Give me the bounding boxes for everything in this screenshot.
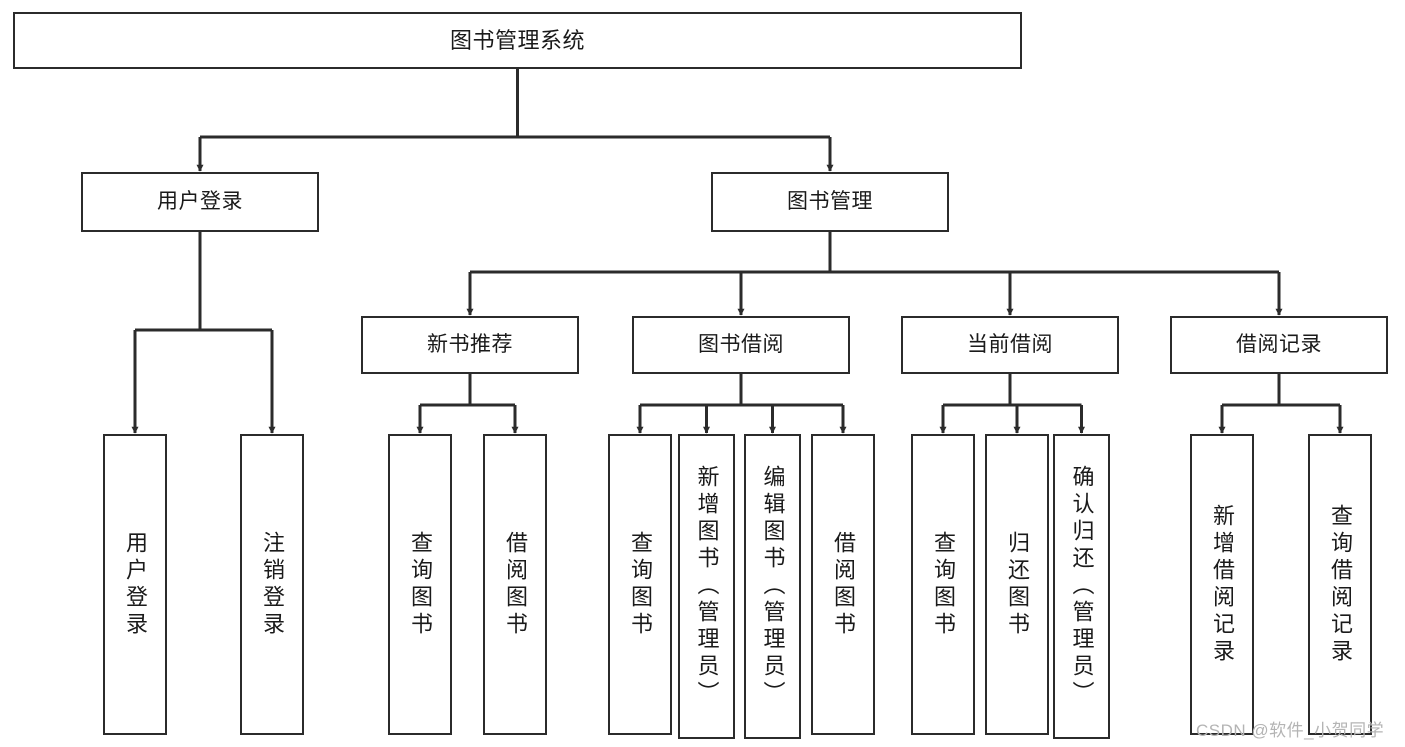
node-user-login[interactable]: 用户登录: [81, 172, 319, 232]
node-leaf-rec-borrow[interactable]: 借阅图书: [483, 434, 547, 735]
node-label: 归还图书: [1005, 530, 1030, 639]
node-leaf-user-logout[interactable]: 注销登录: [240, 434, 304, 735]
node-label: 图书管理系统: [449, 27, 585, 53]
node-leaf-borrow-query[interactable]: 查询图书: [608, 434, 672, 735]
node-leaf-rec-add[interactable]: 新增借阅记录: [1190, 434, 1254, 735]
node-label: 图书管理: [787, 189, 873, 213]
node-label: 新书推荐: [427, 332, 513, 356]
node-label: 借阅图书: [831, 530, 856, 639]
node-label: 借阅图书: [503, 530, 528, 639]
node-label: 借阅记录: [1236, 332, 1322, 356]
csdn-watermark: CSDN @软件_小贺同学: [1196, 721, 1385, 740]
node-book-manage[interactable]: 图书管理: [711, 172, 949, 232]
node-label: 查询借阅记录: [1328, 503, 1353, 666]
node-leaf-book-add[interactable]: 新增图书（管理员）: [678, 434, 735, 739]
node-leaf-cur-return[interactable]: 归还图书: [985, 434, 1049, 735]
node-leaf-cur-query[interactable]: 查询图书: [911, 434, 975, 735]
node-label: 查询图书: [931, 530, 956, 639]
node-label: 确认归还（管理员）: [1069, 465, 1095, 708]
node-leaf-rec-query[interactable]: 查询图书: [388, 434, 452, 735]
node-label: 用户登录: [123, 530, 148, 639]
node-label: 图书借阅: [698, 332, 784, 356]
node-label: 查询图书: [628, 530, 653, 639]
node-current-borrow[interactable]: 当前借阅: [901, 316, 1119, 374]
node-label: 用户登录: [157, 189, 243, 213]
node-leaf-user-login[interactable]: 用户登录: [103, 434, 167, 735]
node-label: 注销登录: [260, 530, 285, 639]
node-borrow-record[interactable]: 借阅记录: [1170, 316, 1388, 374]
node-root[interactable]: 图书管理系统: [13, 12, 1022, 69]
node-leaf-cur-confirm[interactable]: 确认归还（管理员）: [1053, 434, 1110, 739]
node-label: 查询图书: [408, 530, 433, 639]
node-label: 新增图书（管理员）: [694, 465, 720, 708]
node-label: 当前借阅: [967, 332, 1053, 356]
node-leaf-book-edit[interactable]: 编辑图书（管理员）: [744, 434, 801, 739]
node-label: 新增借阅记录: [1210, 503, 1235, 666]
node-leaf-rec-query-log[interactable]: 查询借阅记录: [1308, 434, 1372, 735]
node-new-book-rec[interactable]: 新书推荐: [361, 316, 579, 374]
node-leaf-book-borrow[interactable]: 借阅图书: [811, 434, 875, 735]
node-label: 编辑图书（管理员）: [760, 465, 786, 708]
node-book-borrow[interactable]: 图书借阅: [632, 316, 850, 374]
